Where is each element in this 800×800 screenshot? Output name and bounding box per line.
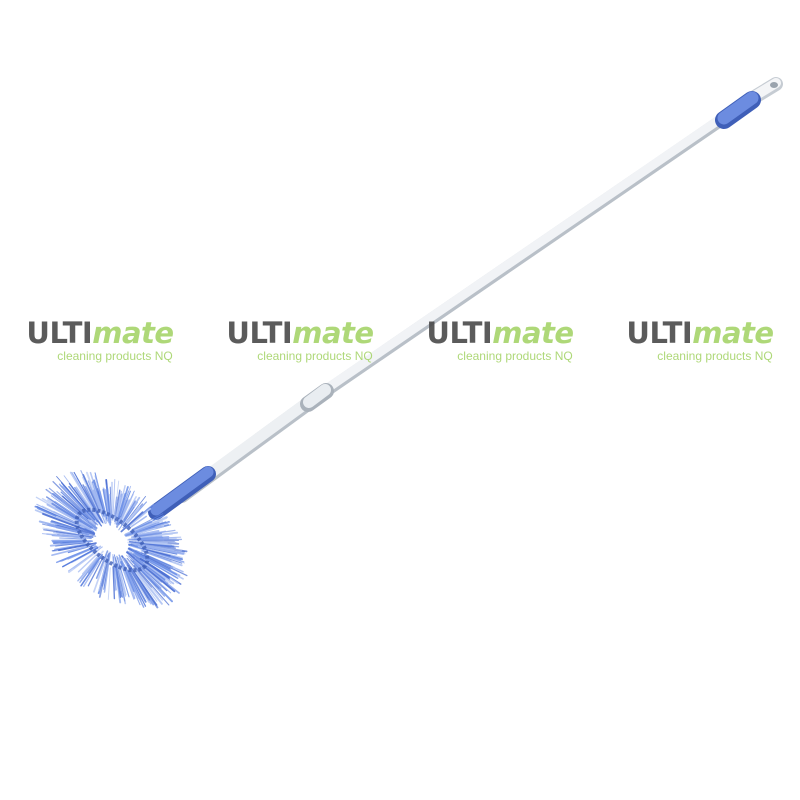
handle-grip bbox=[715, 91, 761, 129]
head-connector bbox=[148, 466, 216, 520]
brush-head bbox=[34, 470, 188, 609]
broom-handle bbox=[175, 99, 748, 503]
